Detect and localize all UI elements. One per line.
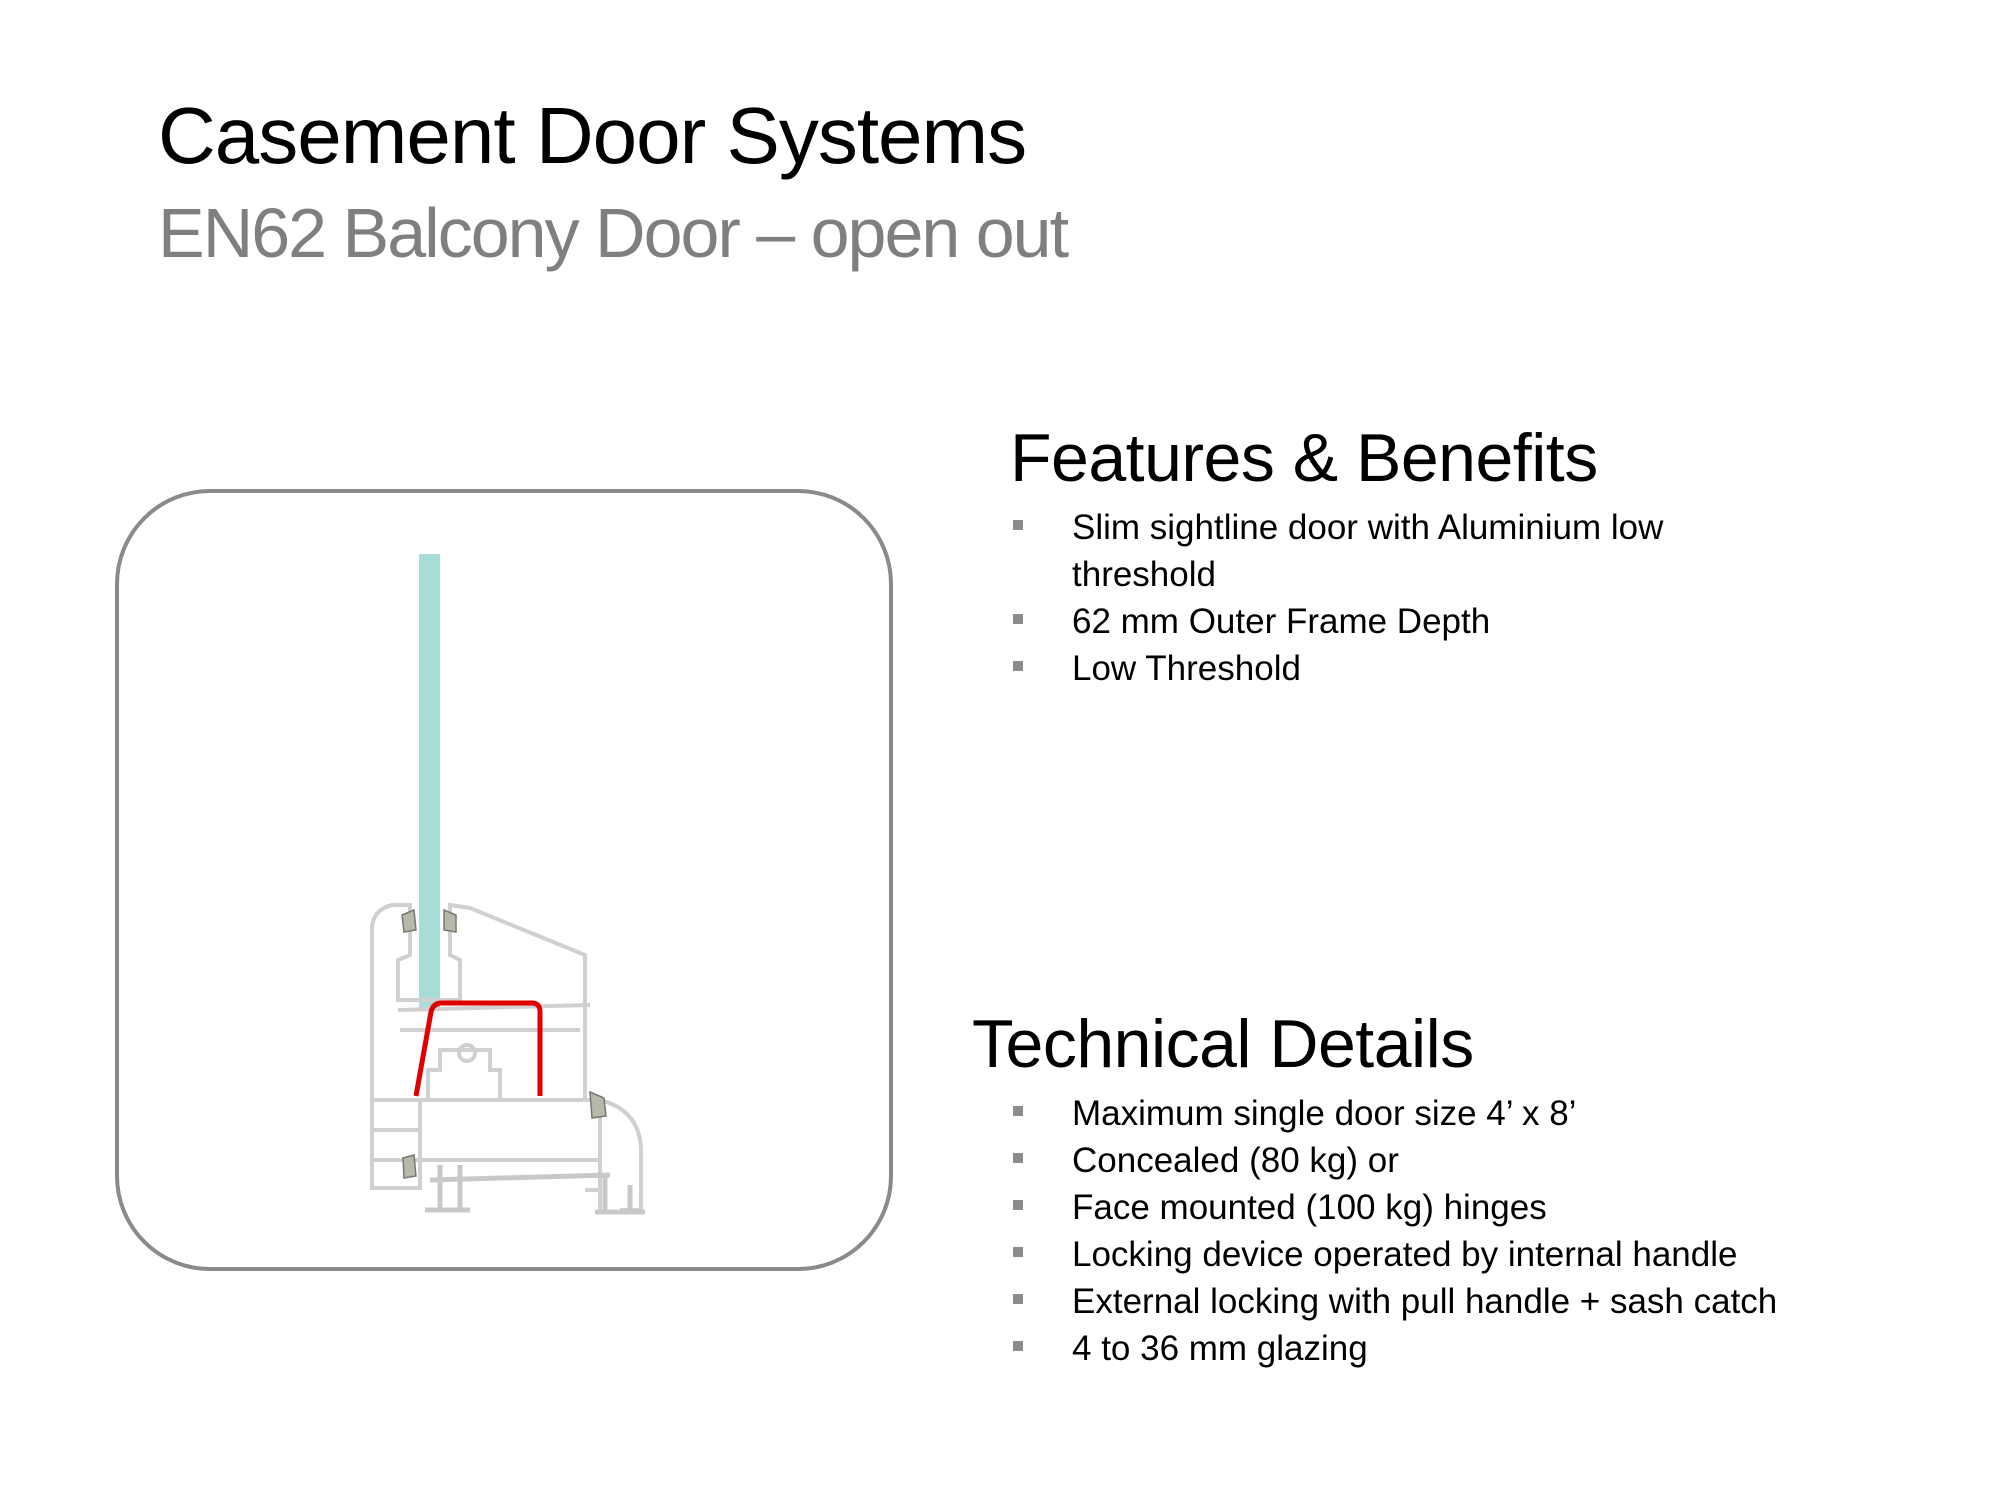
list-item: Concealed (80 kg) or xyxy=(1010,1137,1910,1184)
list-item: External locking with pull handle + sash… xyxy=(1010,1278,1910,1325)
features-heading: Features & Benefits xyxy=(1010,420,1598,496)
bullet-icon xyxy=(1013,520,1023,530)
list-item-text: 62 mm Outer Frame Depth xyxy=(1072,602,1491,641)
list-item-text: Slim sightline door with Aluminium low t… xyxy=(1072,508,1664,594)
list-item-text: External locking with pull handle + sash… xyxy=(1072,1282,1778,1321)
steel-reinforcement xyxy=(413,1000,543,1097)
bullet-icon xyxy=(1013,1106,1023,1116)
aluminium-threshold xyxy=(425,1165,645,1215)
list-item-text: Maximum single door size 4’ x 8’ xyxy=(1072,1094,1577,1133)
page-subtitle: EN62 Balcony Door – open out xyxy=(158,194,1069,272)
bullet-icon xyxy=(1013,1294,1023,1304)
bullet-icon xyxy=(1013,1341,1023,1351)
diagram-frame xyxy=(115,489,893,1271)
list-item-text: Low Threshold xyxy=(1072,649,1301,688)
list-item-text: Face mounted (100 kg) hinges xyxy=(1072,1188,1547,1227)
bullet-icon xyxy=(1013,614,1023,624)
list-item: Face mounted (100 kg) hinges xyxy=(1010,1184,1910,1231)
bullet-icon xyxy=(1013,1153,1023,1163)
list-item: Low Threshold xyxy=(1010,645,1730,692)
list-item: Slim sightline door with Aluminium low t… xyxy=(1010,504,1730,598)
bullet-icon xyxy=(1013,1200,1023,1210)
list-item-text: Locking device operated by internal hand… xyxy=(1072,1235,1738,1274)
list-item-text: 4 to 36 mm glazing xyxy=(1072,1329,1368,1368)
technical-heading: Technical Details xyxy=(972,1006,1474,1082)
list-item-text: Concealed (80 kg) or xyxy=(1072,1141,1399,1180)
glass-pane xyxy=(419,554,440,1010)
list-item: 62 mm Outer Frame Depth xyxy=(1010,598,1730,645)
technical-list: Maximum single door size 4’ x 8’ Conceal… xyxy=(1010,1090,1910,1372)
list-item: 4 to 36 mm glazing xyxy=(1010,1325,1910,1372)
bullet-icon xyxy=(1013,1247,1023,1257)
list-item: Maximum single door size 4’ x 8’ xyxy=(1010,1090,1910,1137)
bullet-icon xyxy=(1013,661,1023,671)
features-list: Slim sightline door with Aluminium low t… xyxy=(1010,504,1730,692)
page-title: Casement Door Systems xyxy=(158,91,1027,180)
gasket-seals xyxy=(401,908,607,1179)
list-item: Locking device operated by internal hand… xyxy=(1010,1231,1910,1278)
